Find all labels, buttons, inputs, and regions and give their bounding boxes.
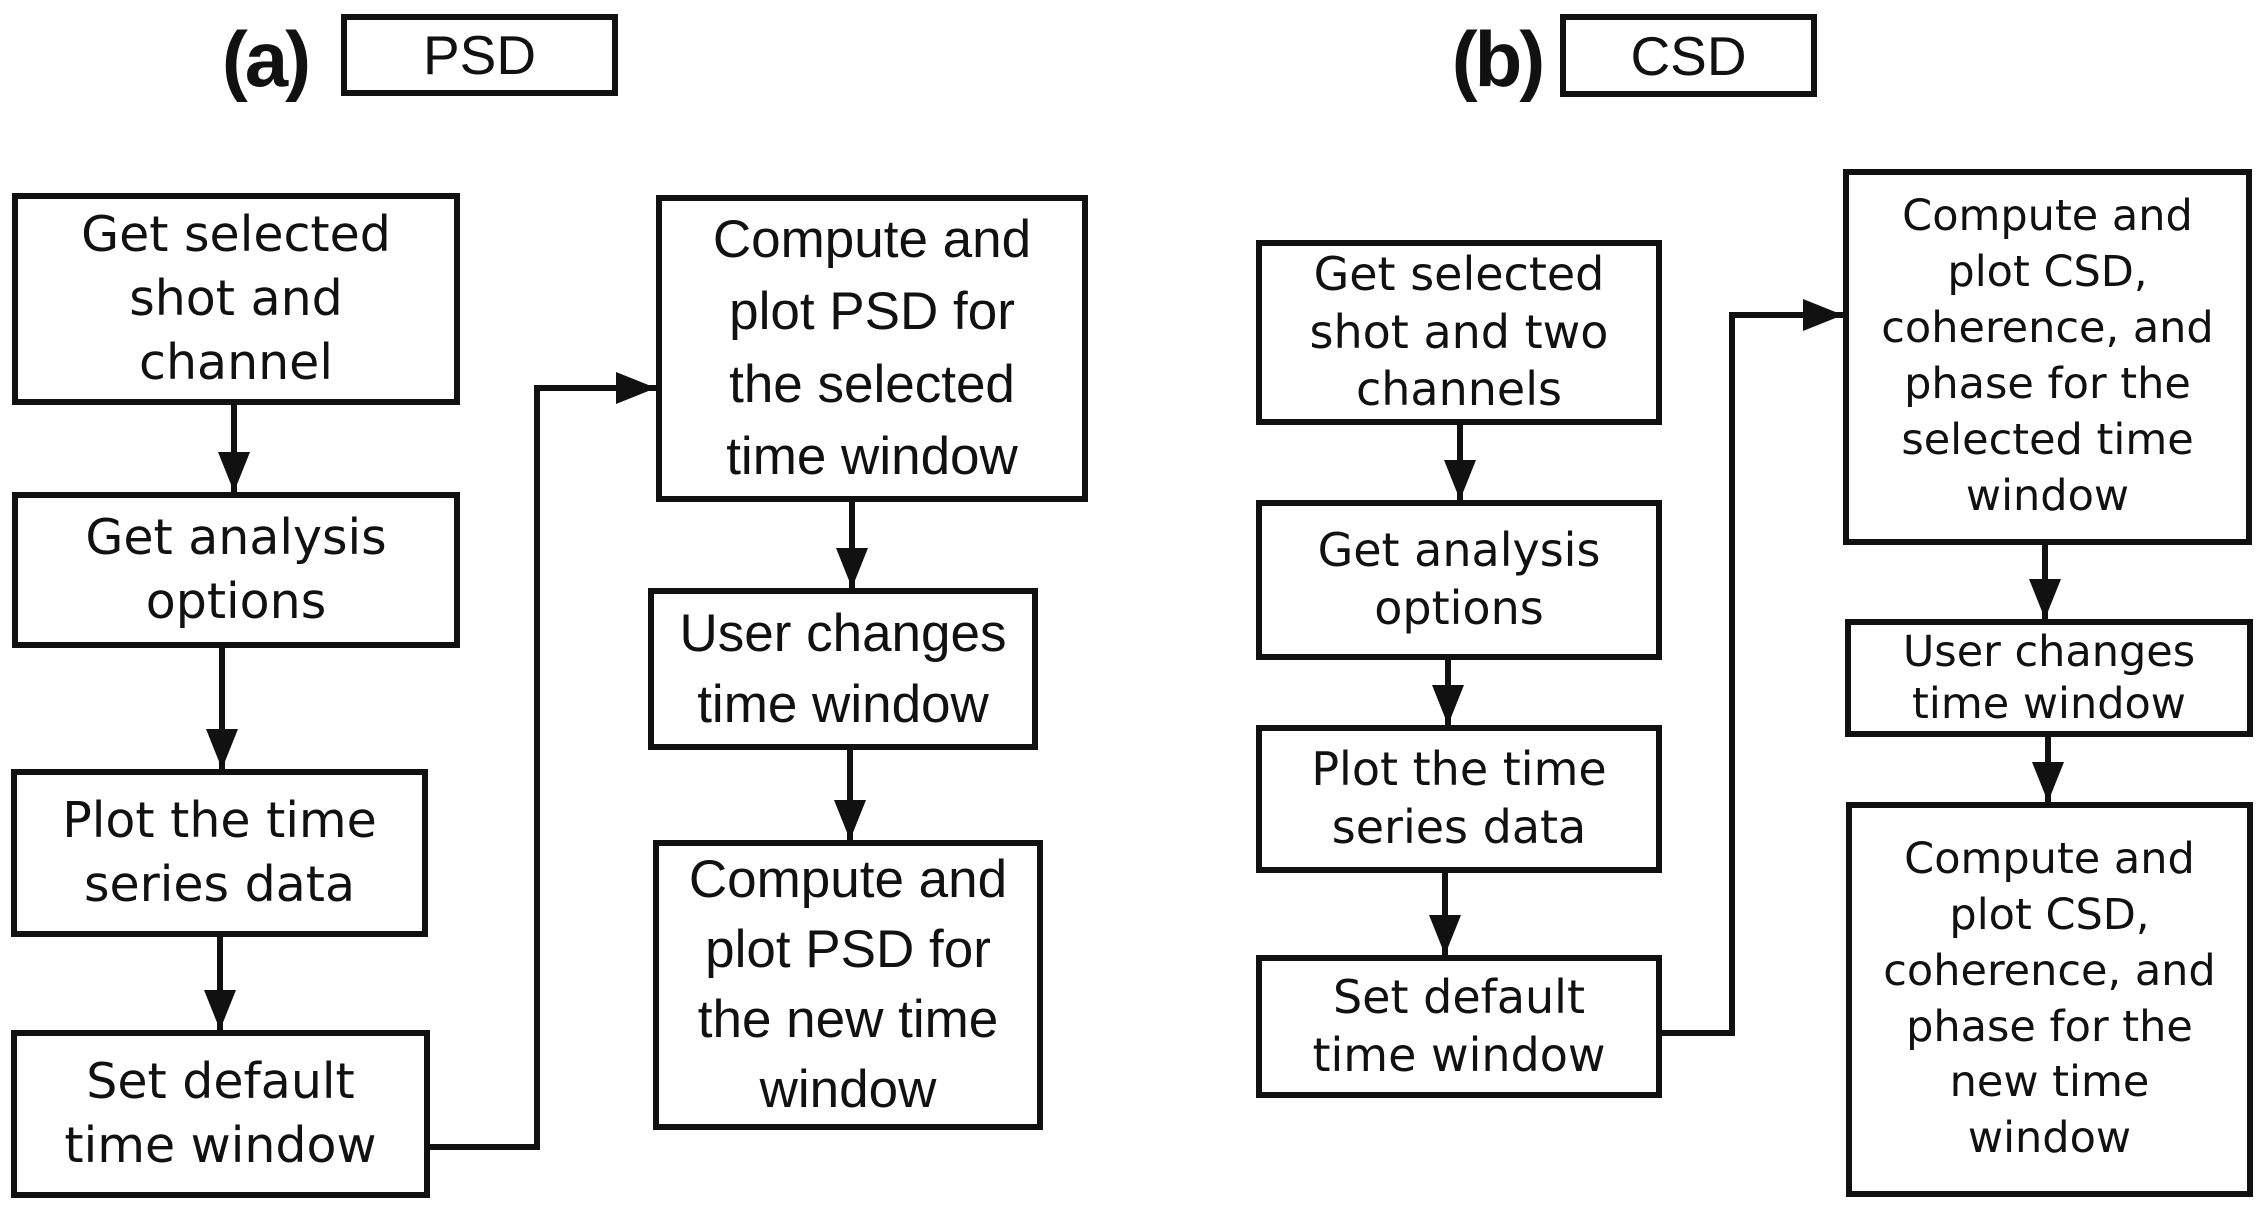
panel-a-title-box: PSD: [341, 14, 618, 96]
flow-node-b-user-changes-window: User changes time window: [1845, 619, 2253, 737]
panel-b-label: (b): [1451, 14, 1546, 103]
flow-node-b-compute-csd-new: Compute and plot CSD, coherence, and pha…: [1846, 802, 2253, 1197]
flow-node-b-get-shot-two-channels: Get selected shot and two channels: [1256, 240, 1662, 425]
flow-node-b-get-analysis-options: Get analysis options: [1256, 500, 1662, 660]
flow-node-a-compute-psd-selected: Compute and plot PSD for the selected ti…: [656, 195, 1088, 502]
flow-node-b-set-default-window: Set default time window: [1256, 955, 1662, 1098]
flow-node-a-get-shot-channel: Get selected shot and channel: [12, 193, 460, 405]
elbow-connector-a-setwindow-to-compute: [430, 372, 656, 1150]
flow-node-b-plot-time-series: Plot the time series data: [1256, 725, 1662, 873]
panel-a-label: (a): [221, 14, 311, 103]
panel-b-title-box: CSD: [1560, 14, 1817, 97]
flow-node-a-set-default-window: Set default time window: [11, 1030, 430, 1198]
flow-node-a-plot-time-series: Plot the time series data: [11, 769, 428, 937]
flow-node-b-compute-csd-selected: Compute and plot CSD, coherence, and pha…: [1843, 169, 2252, 545]
elbow-connector-b-setwindow-to-compute: [1662, 299, 1843, 1036]
flow-node-a-user-changes-window: User changes time window: [648, 588, 1038, 750]
flow-node-a-compute-psd-new: Compute and plot PSD for the new time wi…: [653, 840, 1043, 1130]
flow-node-a-get-analysis-options: Get analysis options: [12, 492, 460, 648]
